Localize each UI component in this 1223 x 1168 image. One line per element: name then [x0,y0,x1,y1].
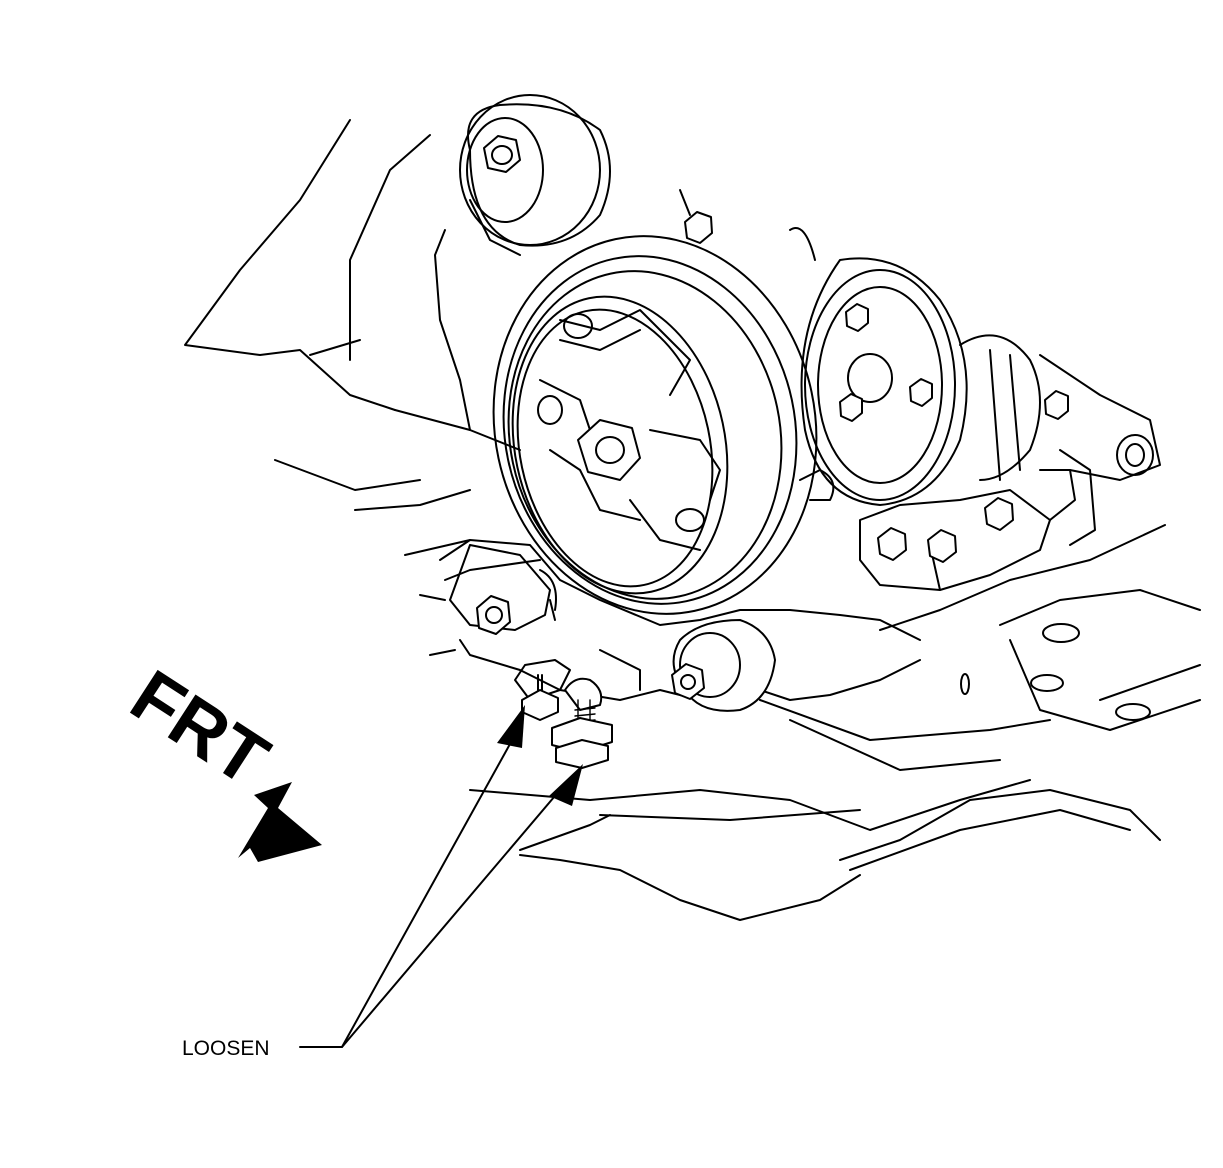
mount-bolts [514,659,613,769]
timing-cover [679,189,1161,546]
callout-arrowhead-left-icon [497,705,525,748]
body-frame [184,119,521,656]
callout-arrowhead-right-icon [549,764,583,806]
engine-bracket [859,469,1076,591]
mount-arm [439,539,921,712]
water-pump-pulley [800,257,1041,506]
loosen-callout: LOOSEN [182,705,583,1060]
front-direction-indicator: FRT [117,654,322,862]
subframe [469,524,1201,921]
frt-label: FRT [117,654,283,802]
idler-pulley [459,94,611,256]
loosen-label: LOOSEN [182,1037,270,1060]
front-arrow-icon [238,782,322,862]
crankshaft-pulley [492,235,835,615]
